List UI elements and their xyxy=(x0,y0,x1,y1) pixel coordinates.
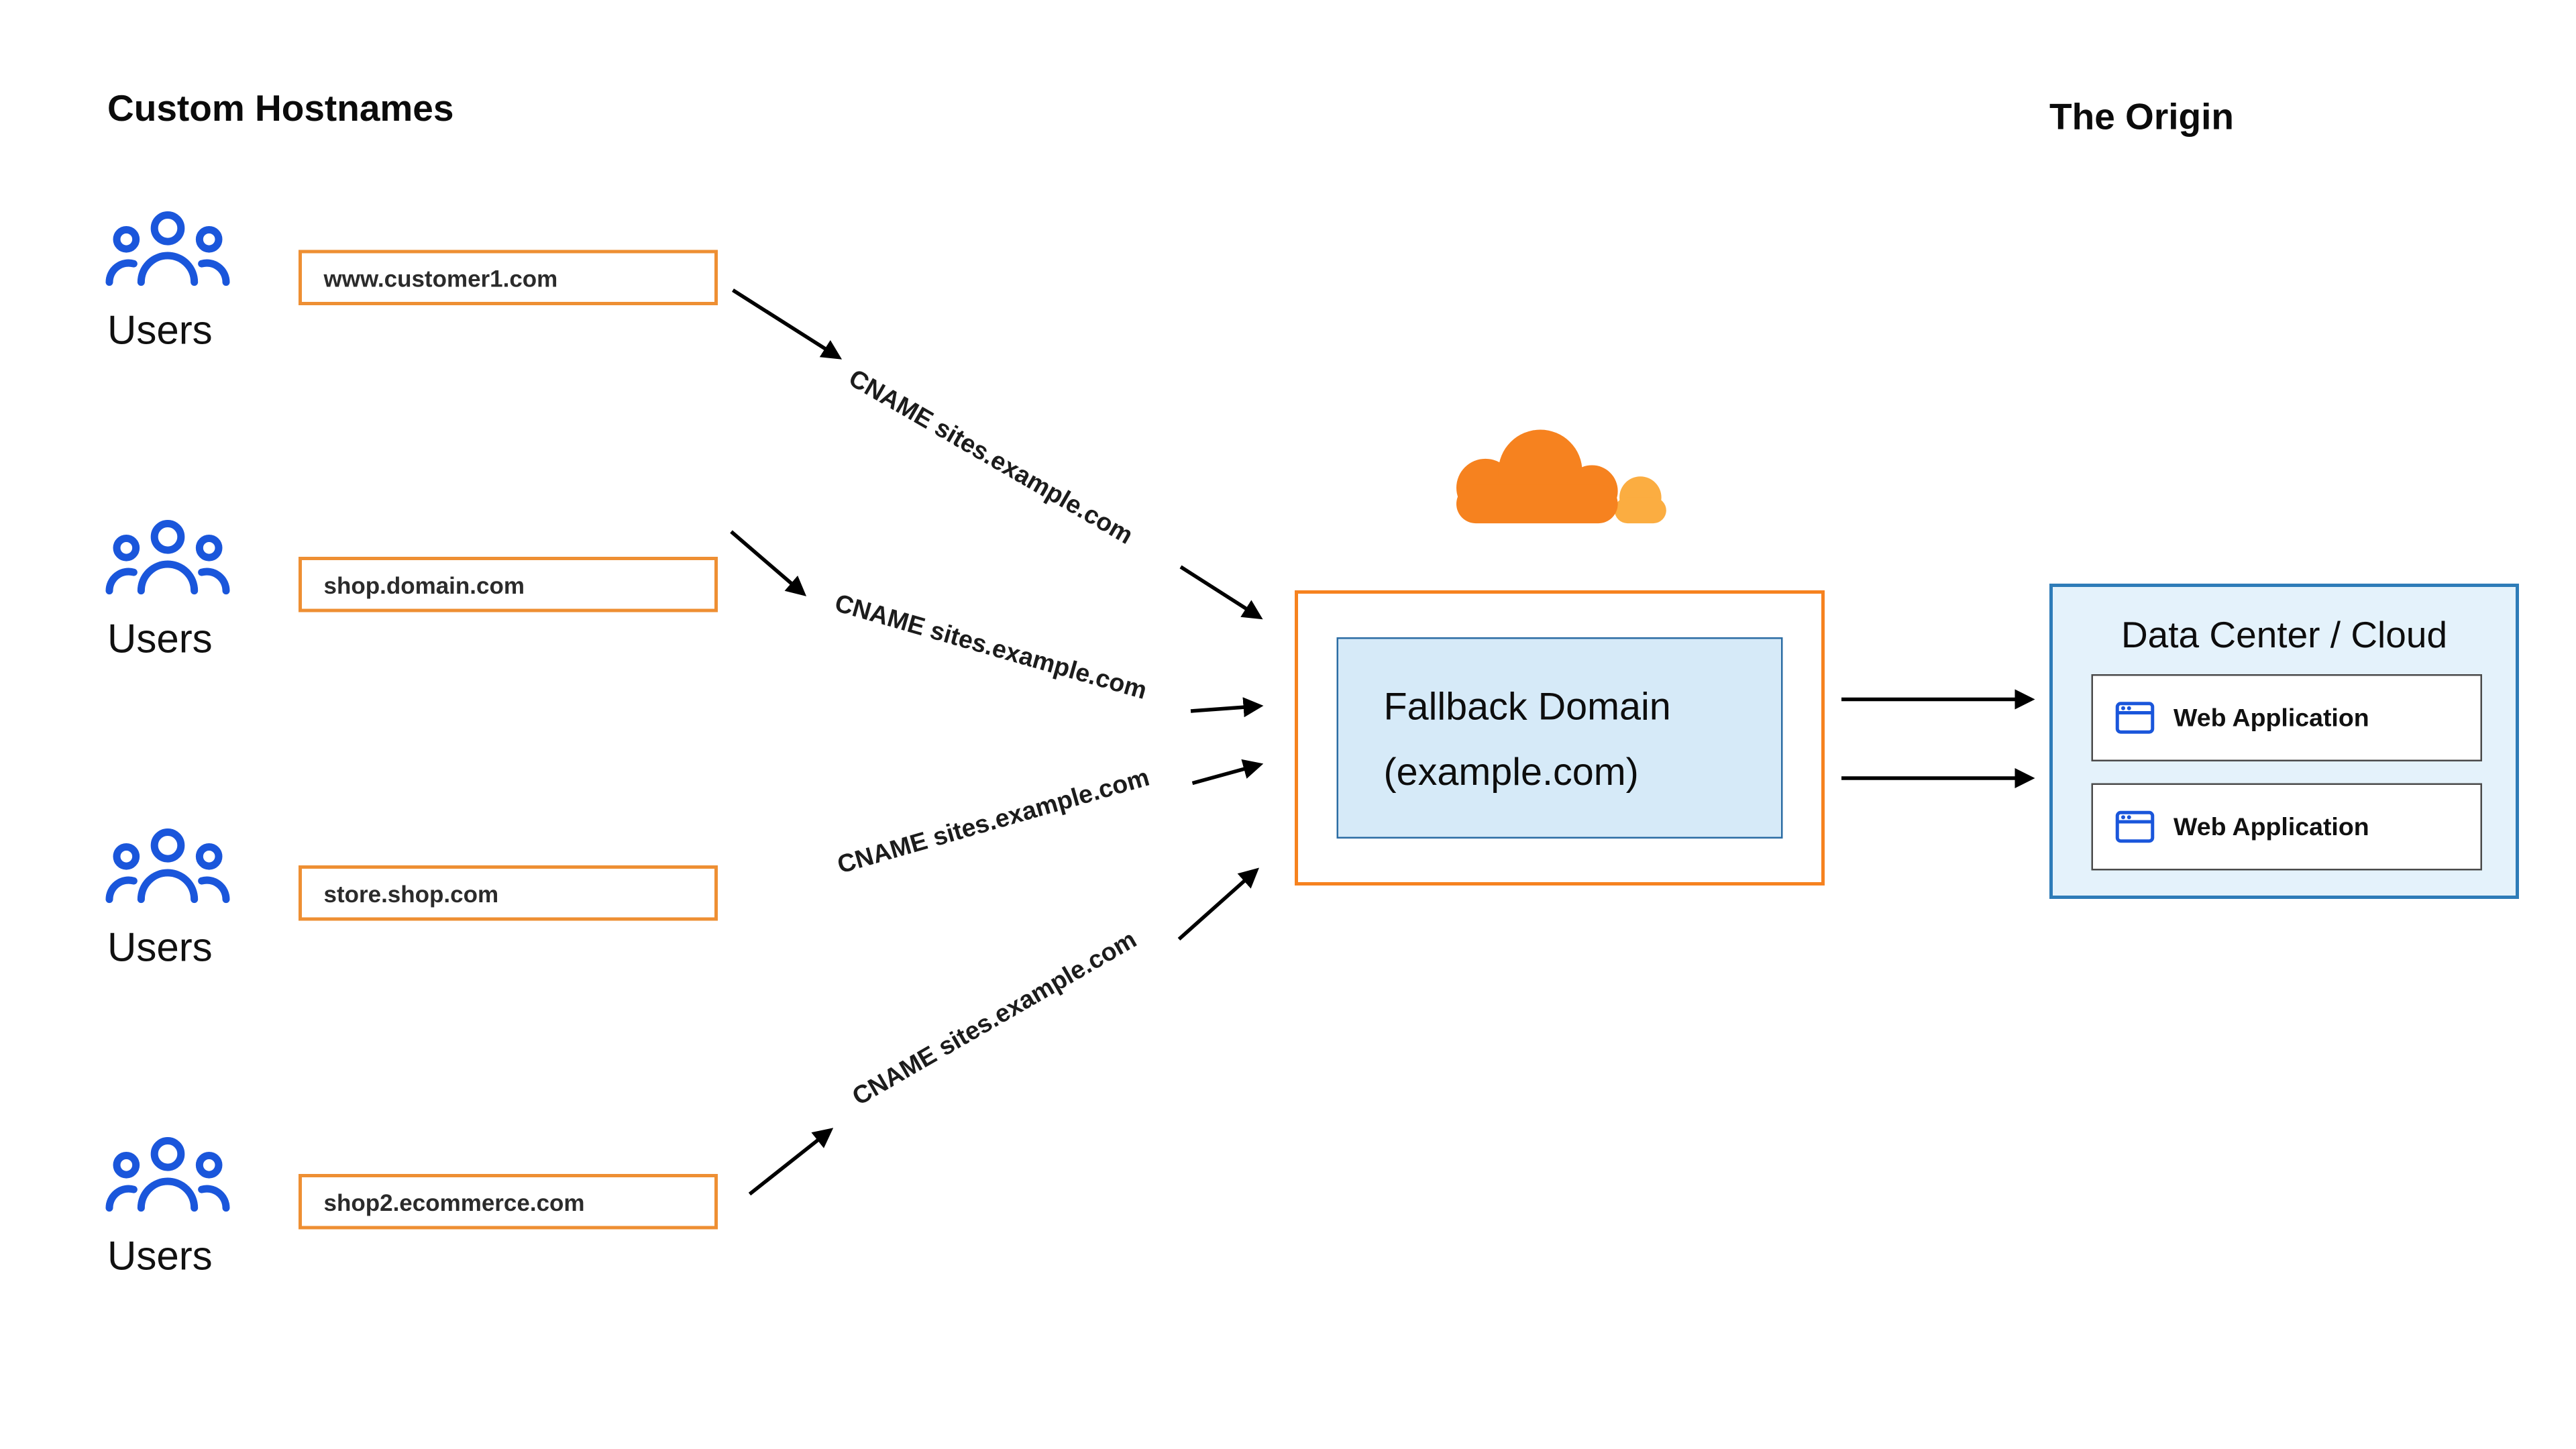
cname-label-1: CNAME sites.example.com xyxy=(843,364,1138,551)
web-application-label: Web Application xyxy=(2174,703,2369,733)
browser-window-icon xyxy=(2115,810,2155,843)
fallback-domain-line1: Fallback Domain xyxy=(1383,684,1671,728)
web-application-label: Web Application xyxy=(2174,812,2369,841)
arrow-row1-end xyxy=(1179,565,1263,620)
cloudflare-logo-light-cloud xyxy=(1614,476,1666,524)
fallback-domain-inner-box: Fallback Domain (example.com) xyxy=(1336,637,1783,839)
hostname-box-store-shop: store.shop.com xyxy=(299,865,718,921)
data-center-title: Data Center / Cloud xyxy=(2121,614,2448,656)
cname-label-4: CNAME sites.example.com xyxy=(847,925,1142,1112)
web-application-box-2: Web Application xyxy=(2091,783,2482,871)
hostname-box-shop2-ecommerce: shop2.ecommerce.com xyxy=(299,1174,718,1230)
users-label: Users xyxy=(107,1234,213,1280)
arrow-row2-end xyxy=(1190,697,1264,718)
browser-window-icon xyxy=(2115,702,2155,734)
data-center-box: Data Center / Cloud Web Application xyxy=(2049,584,2519,899)
cname-label-3: CNAME sites.example.com xyxy=(834,763,1153,880)
cloudflare-logo-dark-cloud xyxy=(1456,429,1618,524)
users-group-icon xyxy=(105,519,230,595)
cname-label-2: CNAME sites.example.com xyxy=(831,589,1150,706)
users-label: Users xyxy=(107,617,213,663)
arrow-row1-start xyxy=(732,288,843,360)
users-group-icon xyxy=(105,1136,230,1212)
users-group-icon xyxy=(105,828,230,904)
hostname-box-customer1: www.customer1.com xyxy=(299,250,718,305)
cloudflare-logo xyxy=(1456,429,1666,524)
fallback-domain-line2: (example.com) xyxy=(1383,749,1639,794)
users-label: Users xyxy=(107,926,213,971)
arrow-row4-end xyxy=(1177,867,1259,941)
origin-heading: The Origin xyxy=(2049,95,2234,138)
web-application-box-1: Web Application xyxy=(2091,674,2482,761)
users-label: Users xyxy=(107,309,213,354)
users-group-icon xyxy=(105,211,230,286)
custom-hostnames-heading: Custom Hostnames xyxy=(107,87,454,129)
arrow-row4-start xyxy=(748,1128,834,1196)
hostname-box-shop-domain: shop.domain.com xyxy=(299,557,718,612)
arrow-row2-start xyxy=(730,530,807,596)
arrow-row3-end xyxy=(1191,759,1264,786)
